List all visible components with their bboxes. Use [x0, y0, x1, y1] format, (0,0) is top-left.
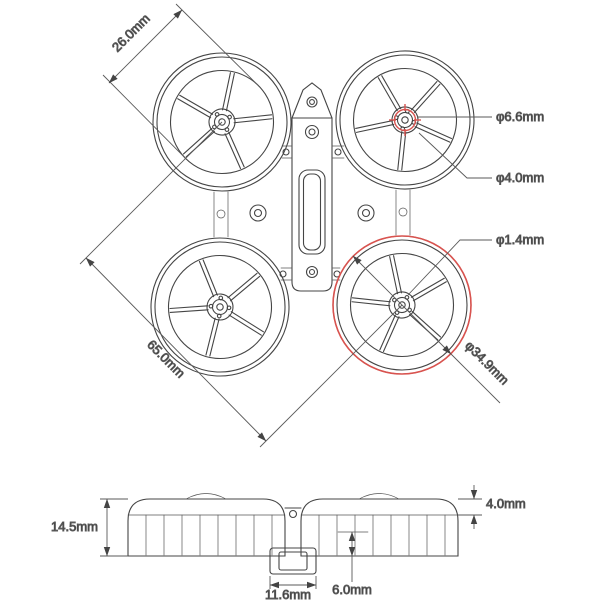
- camera-lens-inner: [309, 99, 315, 105]
- dim-motor-height: 6.0mm: [332, 531, 372, 597]
- extension-line: [102, 74, 186, 159]
- hub-highlight: [389, 104, 421, 136]
- dim-label-hole: φ1.4mm: [496, 232, 544, 247]
- dim-label-hub: φ6.6mm: [496, 109, 544, 124]
- board-standoff-bottom-inner: [308, 268, 316, 276]
- dim-height: 14.5mm: [51, 498, 128, 557]
- fuselage-outline: [291, 82, 333, 292]
- camera-box: [269, 547, 317, 575]
- strut-node-right: [398, 207, 408, 217]
- side-view: [127, 493, 459, 575]
- leader-line: [418, 132, 492, 179]
- camera-box-inner: [278, 551, 308, 571]
- left-duct-profile: [127, 498, 286, 557]
- duct-rear-left: [123, 210, 317, 404]
- battery-slot: [298, 169, 326, 255]
- dim-lip: 4.0mm: [458, 485, 526, 529]
- center-screw: [288, 509, 298, 519]
- dimension-line: [352, 255, 452, 355]
- dim-camera-width: 11.6mm: [265, 576, 317, 600]
- center-section: [269, 507, 317, 575]
- extension-line: [175, 3, 259, 86]
- dim-label-duct-outer: φ34.9mm: [462, 338, 512, 388]
- frame-body: [249, 82, 375, 292]
- dim-label-height: 14.5mm: [51, 519, 98, 534]
- dim-hole: φ1.4mm: [407, 232, 545, 296]
- motor-dome-left: [185, 493, 227, 500]
- extension-line: [79, 121, 223, 265]
- duct-ribs: [145, 514, 446, 556]
- battery-slot-inner: [302, 173, 322, 251]
- dim-label-duct-inner: 26.0mm: [109, 11, 153, 55]
- dimension-line: [108, 9, 183, 84]
- right-duct-profile: [300, 498, 459, 557]
- duct-highlight-circle: [332, 235, 472, 375]
- mount-screw-tr: [334, 148, 342, 156]
- extension-line: [259, 304, 403, 448]
- side-standoff-left: [249, 204, 267, 222]
- side-standoff-left-inner: [253, 208, 263, 218]
- dimensions-side: 14.5mm 4.0mm 6.0mm 11.6mm: [51, 485, 526, 600]
- camera-lens: [306, 96, 318, 108]
- board-standoff-top-inner: [308, 128, 316, 136]
- board-standoff-bottom: [305, 265, 319, 279]
- leader-line: [450, 353, 501, 404]
- dimensions-top: 26.0mm 65.0mm φ34.9mm φ6.6mm φ4.0mm φ1.4…: [79, 3, 545, 448]
- top-view: [123, 26, 499, 404]
- strut-node-left: [216, 209, 226, 219]
- dim-label-lip: 4.0mm: [486, 496, 526, 511]
- dim-label-shaft: φ4.0mm: [496, 170, 544, 185]
- dim-wheelbase: 65.0mm: [79, 121, 403, 448]
- side-standoff-right: [357, 204, 375, 222]
- motor-dome-right: [358, 493, 400, 500]
- dim-shaft: φ4.0mm: [418, 132, 545, 185]
- leader-line: [407, 239, 492, 296]
- dim-label-motor-height: 6.0mm: [332, 582, 372, 597]
- duct-front-right: [311, 26, 500, 215]
- side-standoff-right-inner: [361, 208, 371, 218]
- dim-hub: φ6.6mm: [417, 109, 545, 124]
- board-standoff-top: [304, 124, 320, 140]
- dim-label-camera-width: 11.6mm: [265, 587, 311, 600]
- dimension-line: [85, 257, 267, 442]
- dim-duct-inner: 26.0mm: [102, 3, 259, 159]
